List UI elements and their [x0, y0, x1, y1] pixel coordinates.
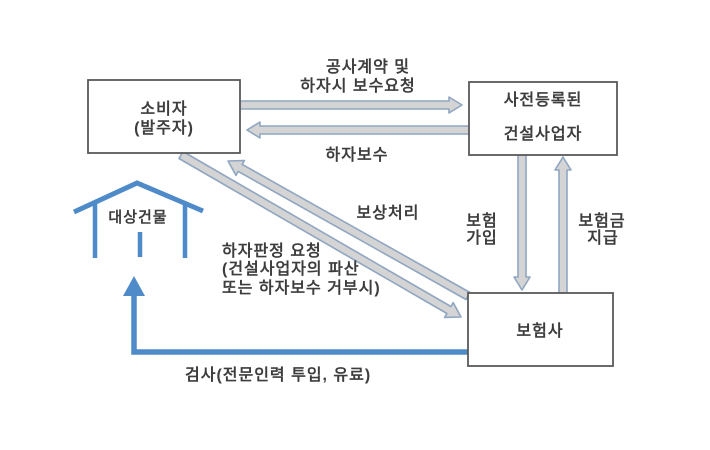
- contract-label-line1: 공사계약 및: [326, 57, 410, 76]
- insurance-join-label-line1: 보험: [466, 211, 497, 230]
- arrow-defect-judgement-diagonal: [178, 150, 462, 319]
- arrow-compensation-diagonal: [227, 159, 471, 301]
- contract-label-line2: 하자시 보수요청: [300, 76, 416, 95]
- defect-judgement-label-line2: (건설사업자의 파산: [222, 260, 360, 278]
- arrow-contract-right: [239, 96, 463, 114]
- arrow-defect-repair-left: [246, 121, 470, 139]
- builder-label-line1: 사전등록된: [504, 90, 583, 109]
- insurer-label: 보험사: [516, 321, 563, 340]
- consumer-label-line1: 소비자: [140, 100, 187, 118]
- insurance-join-label-line2: 가입: [466, 229, 497, 247]
- arrow-insurance-join-down: [513, 154, 531, 291]
- building-label: 대상건물: [108, 209, 167, 226]
- inspection-arrow-head: [123, 276, 145, 296]
- defect-repair-label: 하자보수: [326, 146, 389, 164]
- arrow-insurance-payout-up: [554, 156, 572, 294]
- consumer-box: [87, 79, 241, 154]
- builder-box: [468, 81, 618, 156]
- insurance-payout-label-line2: 지급: [587, 229, 618, 247]
- builder-label-line2: 건설사업자: [504, 125, 583, 143]
- insurer-box: [467, 292, 614, 367]
- defect-judgement-label-line1: 하자판정 요청: [222, 241, 322, 260]
- insurance-payout-label-line1: 보험금: [578, 211, 625, 230]
- compensation-label: 보상처리: [357, 204, 420, 222]
- consumer-label-line2: (발주자): [134, 119, 194, 137]
- inspection-label: 검사(전문인력 투입, 유료): [185, 365, 371, 384]
- defect-judgement-label-line3: 또는 하자보수 거부시): [222, 279, 381, 297]
- inspection-arrow-line: [131, 292, 468, 355]
- house-icon: [72, 180, 204, 258]
